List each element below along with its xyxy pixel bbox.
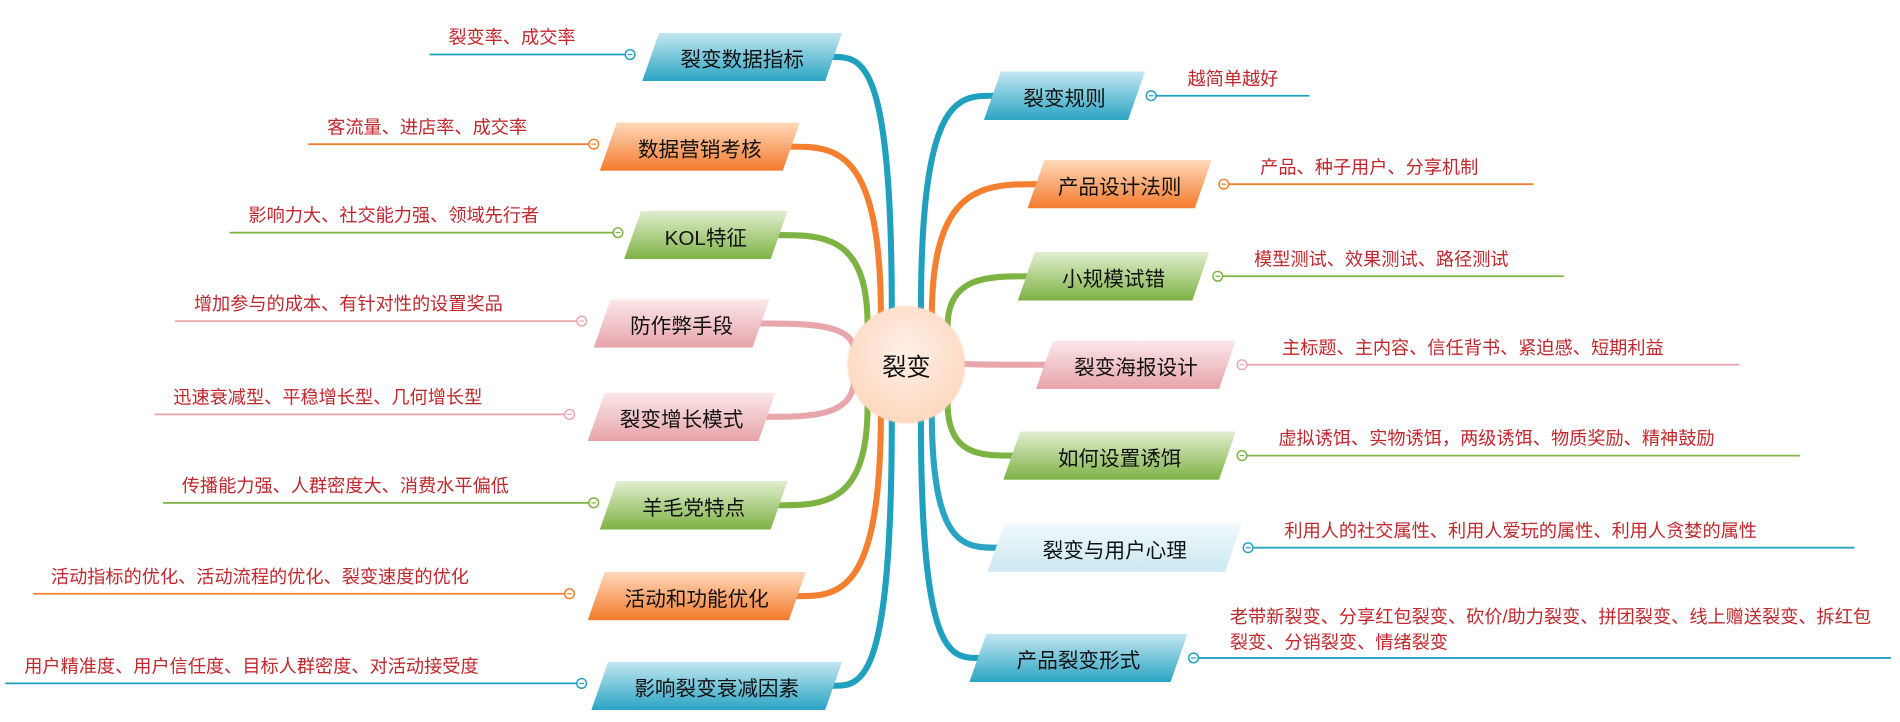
topic-node-left-3[interactable]: 防作弊手段: [594, 299, 770, 347]
subtopic-detail[interactable]: 影响力大、社交能力强、领域先行者: [248, 205, 540, 227]
branch-connector: [960, 360, 1049, 368]
topic-node-left-2[interactable]: KOL特征: [624, 211, 788, 259]
central-topic-label: 裂变: [882, 354, 931, 382]
subtopic-detail[interactable]: 越简单越好: [1187, 69, 1279, 90]
subtopic-detail[interactable]: 虚拟诱饵、实物诱饵，两级诱饵、物质奖励、精神鼓励: [1278, 428, 1715, 450]
topic-label: 活动和功能优化: [624, 587, 769, 611]
topic-node-right-2[interactable]: 小规模试错: [1018, 252, 1209, 300]
topic-node-right-6[interactable]: 产品裂变形式: [969, 634, 1187, 682]
branch-connector: [917, 92, 997, 316]
topic-node-right-1[interactable]: 产品设计法则: [1028, 160, 1212, 208]
topic-label: KOL特征: [664, 225, 748, 250]
subtopic-detail[interactable]: 客流量、进店率、成交率: [327, 117, 528, 139]
branch-connector: [756, 320, 858, 355]
topic-label: 防作弊手段: [630, 314, 734, 338]
central-topic[interactable]: 裂变: [848, 306, 965, 423]
topic-node-left-7[interactable]: 影响裂变衰减因素: [591, 662, 842, 710]
topic-node-right-0[interactable]: 裂变规则: [984, 71, 1145, 119]
subtopic-detail[interactable]: 用户精准度、用户信任度、目标人群密度、对活动接受度: [24, 656, 479, 678]
subtopic-detail[interactable]: 利用人的社交属性、利用人爱玩的属性、利用人贪婪的属性: [1284, 521, 1757, 542]
branch-connector: [944, 399, 1017, 459]
topic-label: 裂变数据指标: [680, 47, 804, 71]
branch-connector: [793, 408, 884, 600]
subtopic-detail[interactable]: 增加参与的成本、有针对性的设置奖品: [193, 294, 503, 316]
branch-connector: [786, 143, 884, 321]
topic-label: 影响裂变衰减因素: [634, 676, 800, 700]
subtopic-detail[interactable]: 老带新裂变、分享红包裂变、砍价/助力裂变、拼团裂变、线上赠送裂变、拆红包裂变、分…: [1229, 607, 1872, 654]
topic-node-left-0[interactable]: 裂变数据指标: [642, 33, 842, 81]
topic-label: 裂变与用户心理: [1042, 538, 1187, 562]
topic-label: 如何设置诱饵: [1057, 446, 1182, 470]
topic-label: 小规模试错: [1062, 267, 1166, 291]
subtopic-detail[interactable]: 模型测试、效果测试、路径测试: [1254, 249, 1509, 271]
topic-node-left-4[interactable]: 裂变增长模式: [588, 393, 776, 441]
subtopic-detail[interactable]: 主标题、主内容、信任背书、紧迫感、短期利益: [1281, 338, 1664, 359]
branch-connector: [928, 181, 1041, 321]
topic-label: 数据营销考核: [637, 137, 762, 161]
topic-node-right-4[interactable]: 如何设置诱饵: [1003, 431, 1236, 479]
subtopic-detail[interactable]: 活动指标的优化、活动流程的优化、裂变速度的优化: [50, 567, 469, 588]
branch-connector: [944, 273, 1031, 331]
subtopic-detail[interactable]: 裂变率、成交率: [448, 27, 576, 49]
branch-connector: [774, 402, 871, 509]
topic-label: 裂变增长模式: [619, 407, 744, 431]
subtopic-detail[interactable]: 产品、种子用户、分享机制: [1260, 157, 1479, 179]
subtopic-detail[interactable]: 传播能力强、人群密度大、消费水平偏低: [181, 476, 509, 497]
subtopic-detail[interactable]: 迅速衰减型、平稳增长型、几何增长型: [173, 387, 483, 409]
topic-label: 羊毛党特点: [642, 496, 746, 520]
branch-connector: [917, 413, 983, 661]
topic-node-left-5[interactable]: 羊毛党特点: [600, 481, 788, 529]
topic-node-right-3[interactable]: 裂变海报设计: [1036, 340, 1236, 388]
topic-label: 裂变海报设计: [1074, 355, 1198, 379]
topic-label: 产品设计法则: [1057, 175, 1182, 199]
topic-node-left-1[interactable]: 数据营销考核: [600, 122, 800, 170]
branch-connector: [829, 53, 895, 316]
branch-connector: [762, 375, 858, 420]
branch-connector: [829, 413, 895, 689]
topic-node-left-6[interactable]: 活动和功能优化: [588, 572, 806, 620]
topic-node-right-5[interactable]: 裂变与用户心理: [988, 523, 1242, 571]
branch-connector: [774, 232, 871, 328]
topic-label: 产品裂变形式: [1016, 648, 1141, 672]
branch-connector: [928, 408, 1001, 551]
topic-label: 裂变规则: [1023, 86, 1106, 110]
